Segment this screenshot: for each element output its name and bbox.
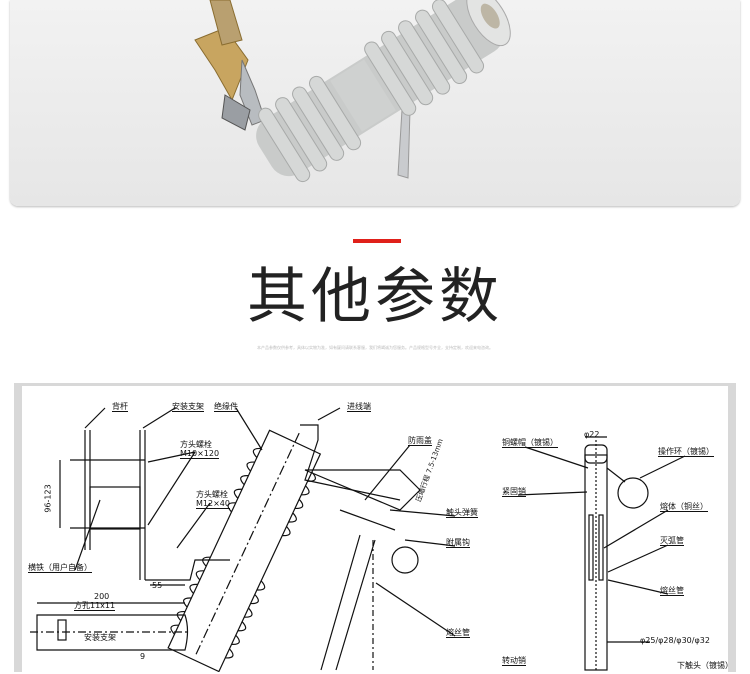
label-fuse-tube-middle: 熔丝管: [446, 628, 470, 638]
label-dim-200: 200: [94, 592, 110, 601]
label-arc-tube: 灭弧管: [660, 536, 684, 546]
label-mount-bracket-2: 安装支架: [84, 633, 116, 642]
label-copper-nut: 铜螺帽（镀锡）: [502, 438, 558, 448]
label-cross-arm: 横铁（用户自备）: [28, 563, 92, 573]
label-fuse-element: 熔体（铜丝）: [660, 502, 708, 512]
label-operating-ring: 操作环（镀锡）: [658, 447, 714, 457]
label-square-hole: 方孔11x11: [74, 601, 116, 611]
label-fastening-pin: 紧固销: [502, 487, 526, 497]
label-dim-9: 9: [140, 652, 146, 661]
technical-drawing: 背杆 安装支架 绝缘件 方头螺栓 M10×120 方头螺栓 M12×40 96-…: [14, 383, 736, 672]
label-back-pole: 背杆: [112, 402, 128, 412]
label-square-bolt-2: 方头螺栓: [196, 490, 228, 499]
label-fuse-tube-right: 熔丝管: [660, 586, 684, 596]
section-title: 其他参数: [247, 262, 503, 332]
label-dim-55: 55: [152, 581, 163, 590]
section-accent-bar: [353, 239, 401, 243]
label-bolt-2-size: M12×40: [196, 499, 230, 509]
drop-out-fuse-image: [194, 0, 511, 183]
label-insulator: 绝缘件: [214, 402, 238, 412]
label-range: 96-123: [43, 484, 53, 513]
label-rain-cover: 防雨盖: [408, 436, 432, 446]
label-mount-bracket: 安装支架: [172, 402, 204, 412]
label-bolt-1-size: M10×120: [180, 449, 220, 459]
label-square-bolt-1: 方头螺栓: [180, 440, 212, 449]
label-contact-spring: 触头弹簧: [446, 508, 478, 518]
label-phi22: φ22: [584, 430, 600, 439]
label-lower-contact: 下触头（镀锡）: [677, 661, 733, 670]
label-pivot-pin: 转动销: [502, 656, 526, 666]
fine-print: 本产品参数仅供参考，具体以实物为准，如有疑问请联系客服，我们将竭诚为您服务。产品…: [257, 345, 493, 350]
product-photo: [10, 0, 740, 206]
label-diameters: φ25/φ28/φ30/φ32: [640, 636, 710, 645]
label-hook: 附属钩: [446, 538, 470, 548]
label-inlet-terminal: 进线端: [347, 402, 371, 412]
